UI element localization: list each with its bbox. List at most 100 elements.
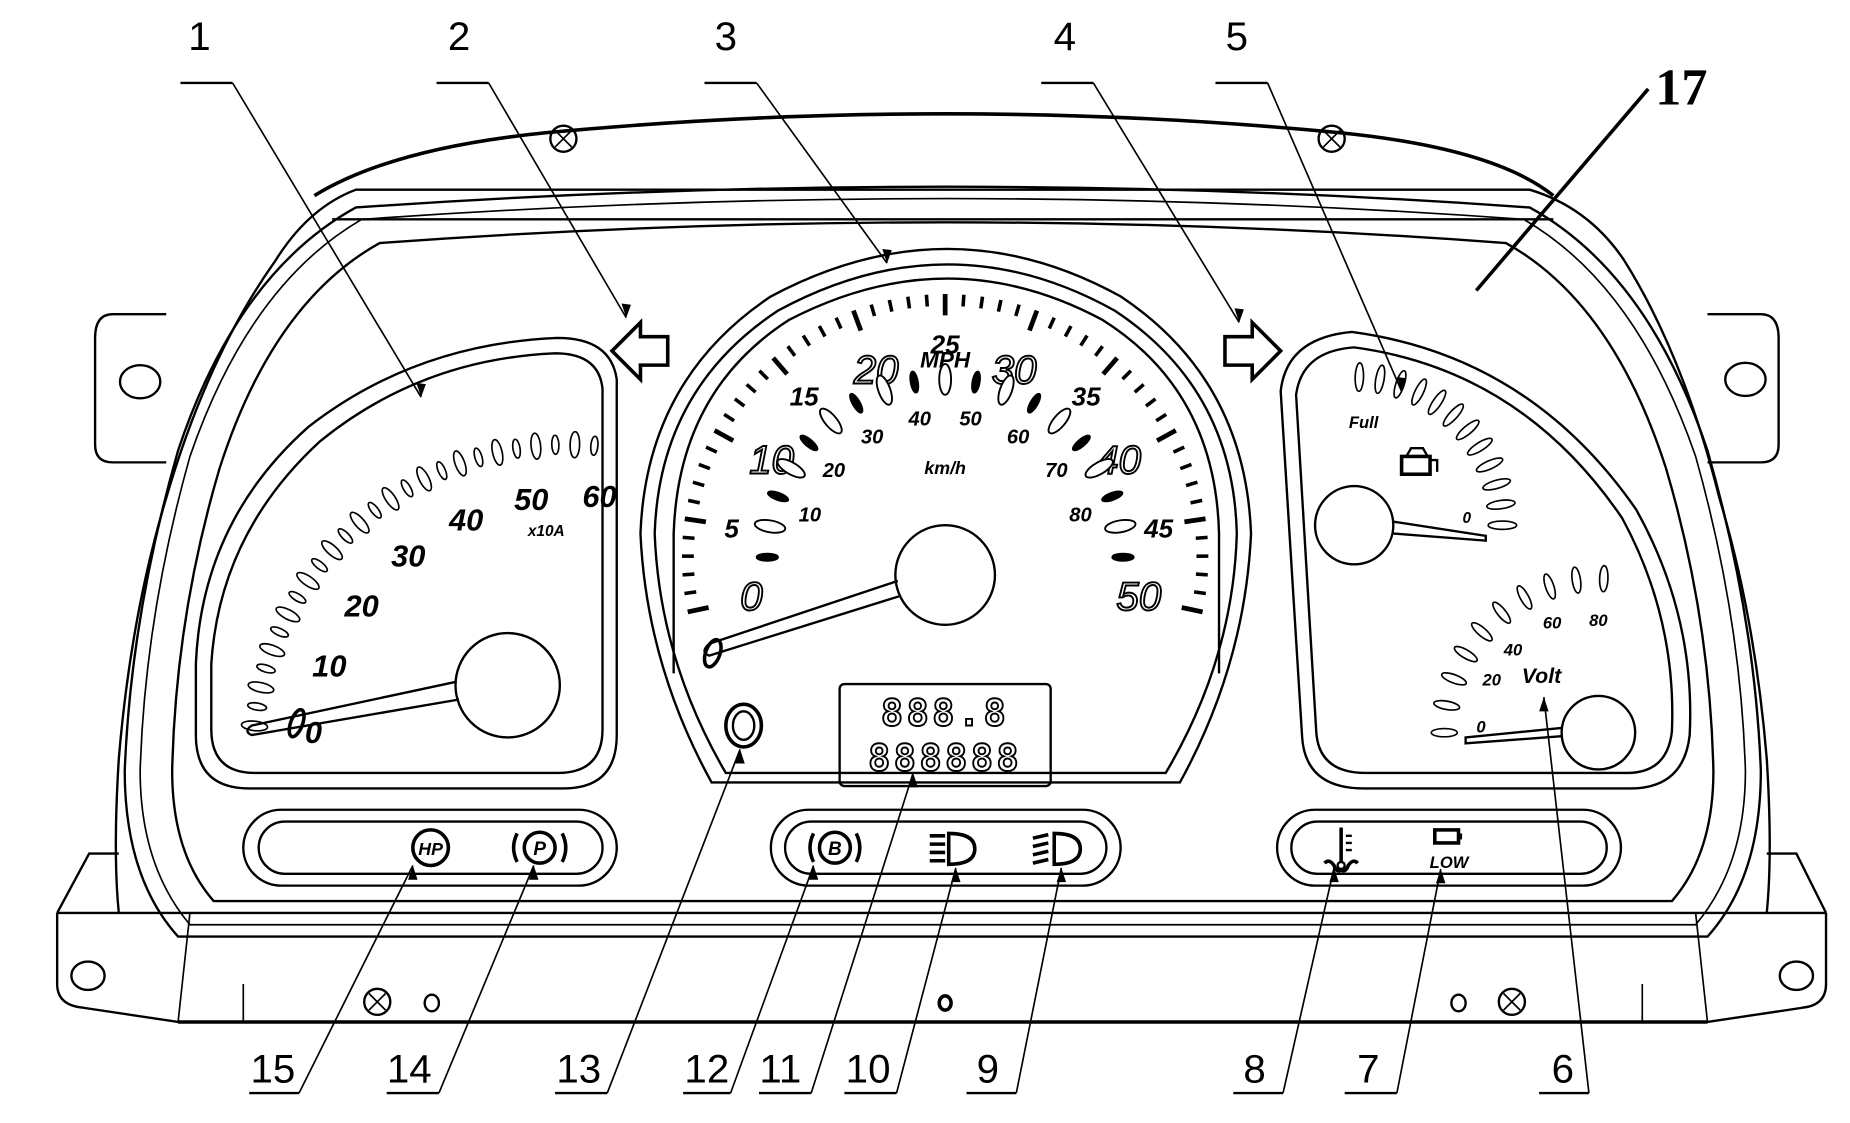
kmh-scale-label: 40 bbox=[908, 409, 931, 431]
ammeter-scale-label: 40 bbox=[448, 502, 483, 537]
volt-tick bbox=[1431, 729, 1457, 737]
fuel-tick bbox=[1488, 521, 1516, 529]
mph-scale-label: 20 bbox=[853, 348, 899, 393]
ammeter-tick bbox=[399, 478, 415, 498]
ammeter-tick bbox=[366, 501, 383, 520]
ammeter-tick bbox=[256, 662, 276, 674]
mph-tick bbox=[724, 414, 734, 420]
callout-leader bbox=[489, 83, 627, 318]
ammeter-needle bbox=[247, 682, 459, 735]
mph-tick bbox=[963, 295, 964, 307]
callout-label-15: 15 bbox=[251, 1046, 296, 1091]
volt-tick bbox=[1433, 699, 1460, 712]
volt-tick bbox=[1453, 644, 1480, 664]
mph-tick bbox=[1180, 464, 1191, 468]
mph-tick bbox=[871, 305, 874, 316]
total-odometer-readout: 888888 bbox=[868, 737, 1022, 780]
parking-brake-indicator-text: P bbox=[533, 839, 546, 860]
mph-scale-label: 15 bbox=[790, 382, 820, 412]
kmh-scale-label: 50 bbox=[959, 409, 981, 431]
kmh-tick bbox=[1071, 433, 1092, 452]
callout-label-13: 13 bbox=[556, 1046, 601, 1091]
mph-tick bbox=[1049, 318, 1054, 329]
kmh-tick bbox=[848, 392, 865, 414]
ammeter-tick bbox=[590, 436, 599, 456]
callout-leader bbox=[1268, 83, 1402, 391]
speedometer-needle bbox=[704, 581, 898, 656]
volt-tick bbox=[1440, 670, 1467, 687]
locating-pin bbox=[939, 996, 951, 1010]
mph-tick bbox=[803, 336, 809, 346]
kmh-scale-label: 20 bbox=[822, 460, 845, 482]
volt-needle-hub bbox=[1562, 696, 1636, 770]
mph-tick bbox=[998, 300, 1001, 312]
mph-tick bbox=[889, 300, 892, 312]
mph-tick bbox=[1156, 414, 1166, 420]
fuel-full-label: Full bbox=[1349, 413, 1379, 432]
fuel-tick bbox=[1373, 365, 1386, 394]
callout-label-12: 12 bbox=[684, 1046, 729, 1091]
left-mounting-ear bbox=[95, 314, 166, 462]
volt-scale-label: 80 bbox=[1589, 611, 1608, 630]
brake-indicator: B bbox=[810, 832, 860, 863]
ammeter-needle-hub bbox=[456, 633, 560, 737]
mph-tick bbox=[1186, 482, 1197, 485]
callout-leader bbox=[1397, 869, 1441, 1093]
ammeter-scale-label: 60 bbox=[582, 479, 616, 514]
volt-scale-label: 20 bbox=[1481, 670, 1501, 689]
mph-tick bbox=[688, 608, 709, 612]
fuel-needle bbox=[1393, 522, 1485, 541]
callout-label-11: 11 bbox=[759, 1046, 801, 1091]
trip-reset-button[interactable] bbox=[726, 704, 762, 747]
volt-tick bbox=[1490, 600, 1513, 626]
callout-label-6: 6 bbox=[1552, 1046, 1574, 1091]
fuel-tick bbox=[1355, 363, 1364, 392]
fuel-tick bbox=[1466, 436, 1495, 458]
kmh-scale-label: 30 bbox=[861, 426, 883, 448]
mph-tick bbox=[693, 482, 704, 485]
right-indicator-pod: LOW bbox=[1277, 810, 1621, 886]
fuel-tick bbox=[1426, 388, 1449, 416]
odometer-display: 888.8 888888 bbox=[840, 684, 1051, 786]
callout-label-7: 7 bbox=[1357, 1046, 1379, 1091]
callout-label-17: 17 bbox=[1655, 59, 1707, 116]
mph-tick bbox=[706, 447, 717, 452]
ammeter-tick bbox=[269, 625, 289, 639]
ammeter-tick bbox=[274, 604, 302, 624]
low-battery-indicator: LOW bbox=[1430, 830, 1470, 872]
kmh-tick bbox=[1104, 518, 1136, 535]
kmh-tick bbox=[971, 371, 982, 393]
mph-tick bbox=[1081, 336, 1087, 346]
callout-label-8: 8 bbox=[1243, 1046, 1265, 1091]
low-beam-icon bbox=[930, 833, 975, 864]
callout-label-1: 1 bbox=[188, 14, 210, 59]
bottom-left-hole bbox=[71, 962, 104, 990]
fuel-tick bbox=[1475, 455, 1504, 474]
fuel-needle-hub bbox=[1315, 486, 1393, 564]
screw-icon bbox=[364, 989, 390, 1015]
ammeter-tick bbox=[247, 680, 275, 695]
mph-tick bbox=[788, 346, 795, 356]
left-indicator-pod: HP P bbox=[243, 810, 616, 886]
screw-icon bbox=[1319, 126, 1345, 152]
fuel-empty-label: 0 bbox=[1463, 510, 1472, 527]
mph-tick bbox=[1146, 399, 1155, 406]
mph-tick bbox=[981, 297, 983, 309]
mph-tick bbox=[1123, 371, 1131, 379]
fuel-scale-marks bbox=[1355, 363, 1517, 530]
ammeter-tick bbox=[258, 641, 286, 659]
face-plate bbox=[125, 187, 1761, 937]
housing-right-wall bbox=[1624, 261, 1769, 913]
mph-tick bbox=[759, 371, 767, 379]
mph-tick bbox=[1184, 519, 1205, 522]
ammeter-tick bbox=[570, 432, 580, 458]
mph-tick bbox=[1173, 447, 1184, 452]
callout-label-3: 3 bbox=[715, 14, 737, 59]
mph-tick bbox=[819, 326, 825, 336]
kmh-tick bbox=[1026, 392, 1043, 414]
mph-tick bbox=[853, 311, 860, 331]
mph-scale-label: 35 bbox=[1072, 382, 1102, 412]
mph-tick bbox=[747, 384, 756, 392]
kmh-tick bbox=[754, 518, 786, 535]
